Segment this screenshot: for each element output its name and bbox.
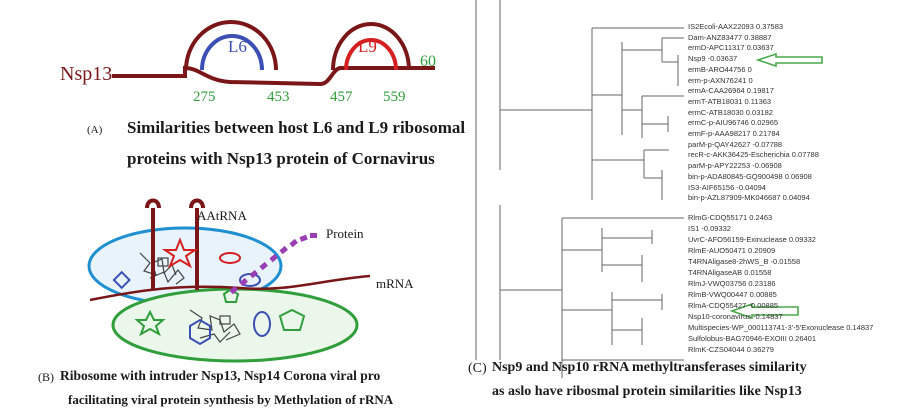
panel-c-phylogenetic-tree [475,0,823,378]
tree-leaf-label: RlmA-CDQ55427 -0.00885 [688,301,779,310]
tree-leaf-label: RlmG-CDQ55171 0.2463 [688,213,773,222]
green-pentagon-shape [278,308,306,331]
blue-diamond-shape [112,270,131,290]
right-cut-label: 60 [420,53,436,70]
tree-leaf-label: ermB-ARO44756 0 [688,64,752,74]
mrna-strand [89,274,371,302]
protein-chain [229,233,317,295]
panel-a-diagram: Nsp13 L6 L9 60 275 453 457 559 [60,20,436,105]
pos-275: 275 [193,89,216,105]
panel-a-caption-line1: Similarities between host L6 and L9 ribo… [127,118,466,137]
tree-leaf-label: ermT-ATB18031 0.11363 [688,96,772,106]
tree-leaf-label: T4RNAligaseAB 0.01558 [688,268,772,277]
tree-leaf-label: Nsp9 -0.03637 [688,54,738,64]
panel-b-caption-line2: facilitating viral protein synthesis by … [68,392,394,407]
tree-leaf-label: parM-p-APY22253 -0.06908 [688,161,782,171]
red-oval-shape [219,252,241,264]
tree-leaf-label: UvrC-AFO56159-Exinuclease 0.09332 [688,235,816,244]
l6-outer-arc [184,20,278,71]
l9-inner-arc [344,38,398,71]
tree-leaf-label: recR-c-AKK36425-Escherichia 0.07788 [688,150,819,160]
tree-leaf-label: Dam-ANZ83477 0.38887 [688,32,772,42]
tree-leaf-label: IS2Ecoli-AAX22093 0.37583 [688,22,784,31]
blue-oval-large-shape [253,311,271,337]
l6-label: L6 [228,37,247,56]
pos-453: 453 [267,89,290,105]
panel-b-caption-line1: Ribosome with intruder Nsp13, Nsp14 Coro… [60,368,381,383]
nsp9-arrow-icon [755,52,823,68]
tree-leaf-label: RlmJ-VWQ03756 0.23186 [688,279,776,288]
nsp13-label: Nsp13 [60,63,112,85]
panel-b-ribosome-diagram: AAtRNA Protein mRNA [87,198,414,363]
tree-leaf-label: parM-p-QAY42627 -0.07788 [688,139,783,149]
tree-leaf-label: bin-p-AZL87909-MK046687 0.04094 [688,193,810,203]
tree-leaf-label: T4RNAligase8-2hWS_B -0.01558 [688,257,801,266]
nsp10-arrow-icon [729,302,799,320]
pos-457: 457 [330,89,353,105]
panel-c-caption-line2: as aslo have ribosmal protein similariti… [492,384,802,399]
mrna-label: mRNA [376,276,414,291]
l9-label: L9 [358,37,377,56]
tree-leaf-label: Nsp10-coronavirus -0.14837 [688,312,783,321]
tree-leaf-label: RlmB-VWQ00447 0.00885 [688,290,777,299]
tree-leaf-label: ermF-p-AAA98217 0.21784 [688,129,780,138]
panel-a-caption-line2: proteins with Nsp13 protein of Cornaviru… [127,149,435,168]
tree-leaf-label: ermC-p-AIU96746 0.02965 [688,118,779,128]
tree-leaf-label: Multispecies-WP_000113741-3'-5'Exonuclea… [688,323,874,332]
l9-outer-arc [331,22,411,71]
panel-b-tag: (B) [38,370,54,384]
tree-leaf-label: RlmE-AUO50471 0.20909 [688,246,776,255]
green-pentagon-small-shape [222,288,240,303]
rrna-scribble-bottom [189,309,241,343]
tree-leaf-label: RlmK-CZS04044 0.36279 [688,345,774,354]
tree-leaf-label: IS3-AIF65156 -0.04094 [688,182,766,192]
tree-leaf-label: IS1 -0.09332 [688,224,731,233]
tree-leaf-label: bin-p-ADA80845-GQ900498 0.06908 [688,171,812,181]
panel-a-tag: (A) [87,124,103,136]
green-star-shape [134,309,166,337]
aatrna-label: AAtRNA [197,208,247,223]
tree-leaf-label: erm-p-AXN76241 0 [688,75,753,85]
nsp13-backbone [112,65,435,87]
pos-559: 559 [383,89,406,105]
protein-label: Protein [326,226,364,241]
tree-leaf-label: Sulfolobus-BAG70946-EXOIII 0.26401 [688,334,816,343]
l6-inner-arc [200,34,264,71]
trna-left [145,198,161,290]
red-star-shape [161,237,199,269]
tree-leaf-label: ermC-ATB18030 0.03182 [688,107,773,117]
tree-leaf-label: ermD-APC11317 0.03637 [688,43,774,53]
blue-hexagon-shape [189,318,211,346]
panel-c-tag: (C) [468,361,487,376]
tree-leaf-label: ermA-CAA26964 0.19817 [688,86,774,96]
panel-c-caption-line1: Nsp9 and Nsp10 rRNA methyltransferases s… [492,360,807,375]
